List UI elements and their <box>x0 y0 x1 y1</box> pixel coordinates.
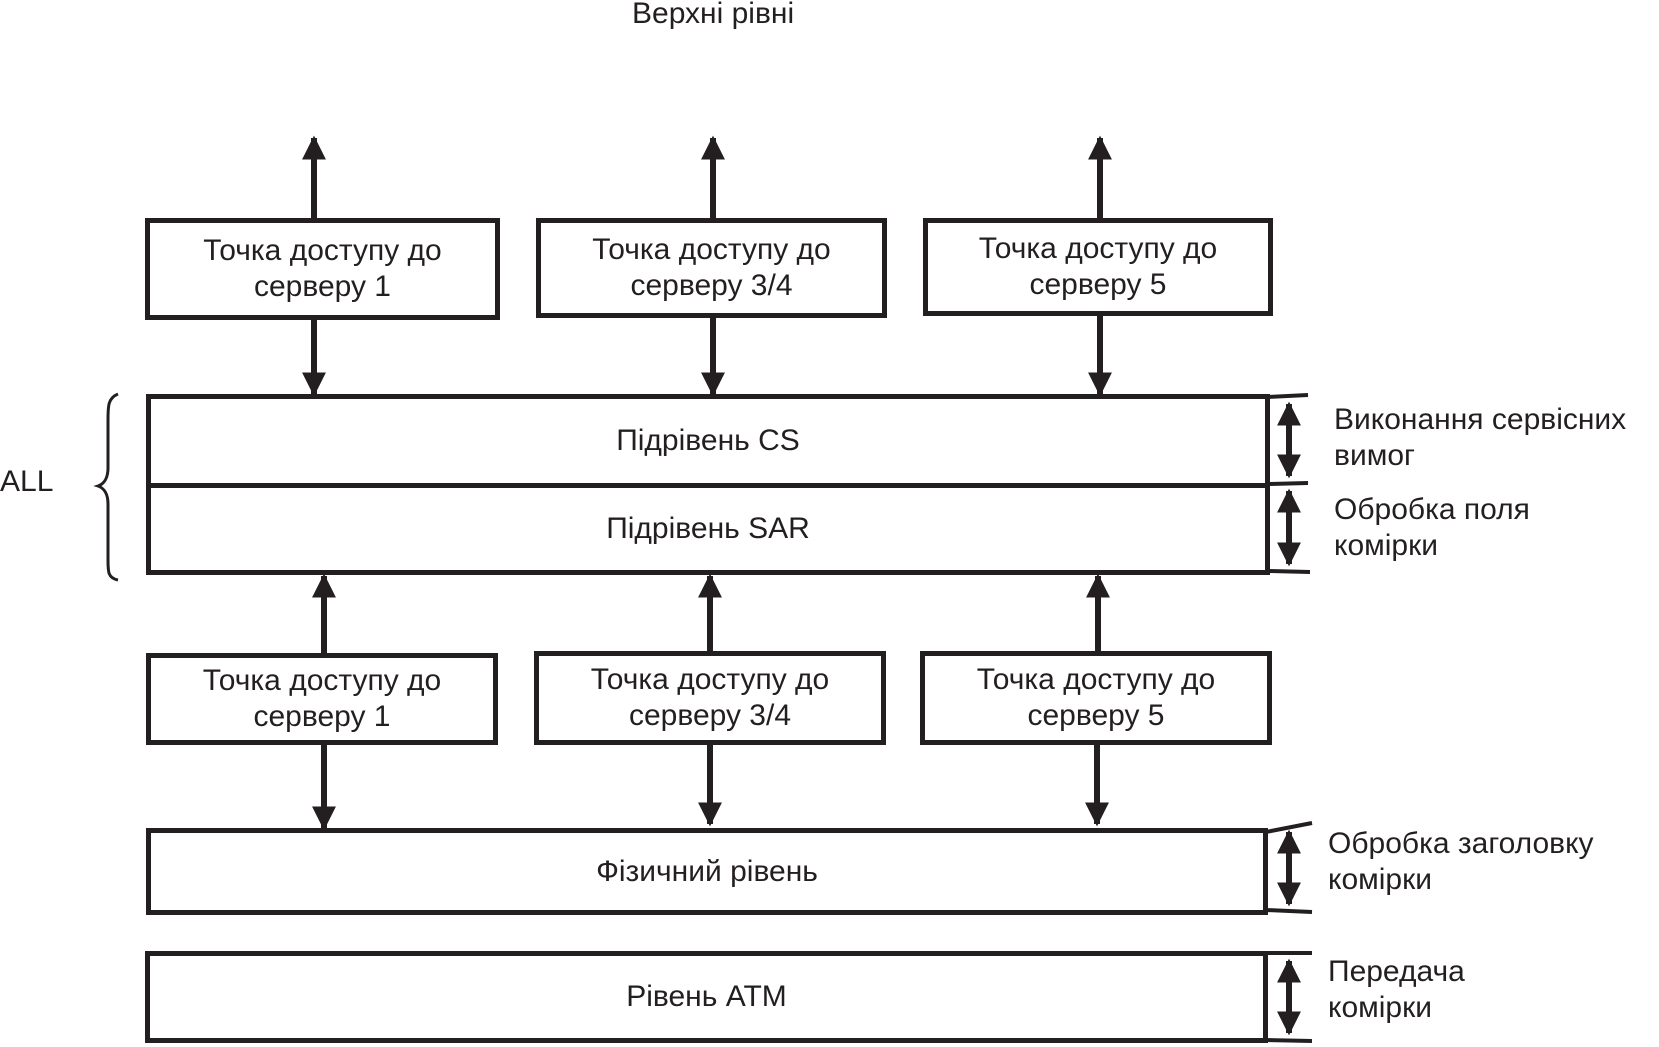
all-brace <box>93 392 119 582</box>
note-cs-line1: Виконання сервісних <box>1334 403 1627 436</box>
note-sar-line2: комірки <box>1334 529 1439 562</box>
note-cs: Виконання сервісних вимог <box>1334 402 1626 474</box>
physical-layer: Фізичний рівень <box>146 828 1268 915</box>
atm-layer: Рівень ATM <box>145 951 1268 1043</box>
upper-levels-title: Верхні рівні <box>632 0 795 30</box>
access-point-line1: Точка доступу до <box>978 232 1218 265</box>
sar-sublayer: Підрівень SAR <box>146 483 1270 575</box>
access-point-line1: Точка доступу до <box>202 664 442 697</box>
note-cs-line2: вимог <box>1334 439 1415 472</box>
physical-layer-label: Фізичний рівень <box>596 854 818 888</box>
sar-sublayer-label: Підрівень SAR <box>606 512 810 545</box>
note-physical-line2: комірки <box>1328 863 1433 896</box>
access-point-line1: Точка доступу до <box>592 233 831 266</box>
cs-sublayer-label: Підрівень CS <box>616 424 800 457</box>
note-atm-line2: комірки <box>1328 991 1433 1024</box>
access-point-line2: серверу 1 <box>253 270 391 303</box>
note-atm: Передача комірки <box>1328 954 1465 1026</box>
access-point-line1: Точка доступу до <box>976 663 1216 696</box>
note-physical: Обробка заголовку комірки <box>1328 826 1594 898</box>
access-point-line1: Точка доступу до <box>590 663 830 696</box>
note-physical-line1: Обробка заголовку <box>1328 827 1594 860</box>
access-point-line2: серверу 3/4 <box>628 699 792 732</box>
access-point-line2: серверу 5 <box>1029 268 1167 301</box>
access-point-line1: Точка доступу до <box>203 234 442 267</box>
access-point-line2: серверу 5 <box>1027 699 1165 732</box>
all-label: ALL <box>0 465 54 498</box>
note-atm-line1: Передача <box>1328 955 1465 988</box>
access-point-line2: серверу 3/4 <box>630 269 793 302</box>
cs-sublayer: Підрівень CS <box>146 394 1270 488</box>
access-point-line2: серверу 1 <box>253 700 391 733</box>
atm-layer-label: Рівень ATM <box>626 980 787 1013</box>
note-sar-line1: Обробка поля <box>1334 493 1530 526</box>
note-sar: Обробка поля комірки <box>1334 492 1530 564</box>
